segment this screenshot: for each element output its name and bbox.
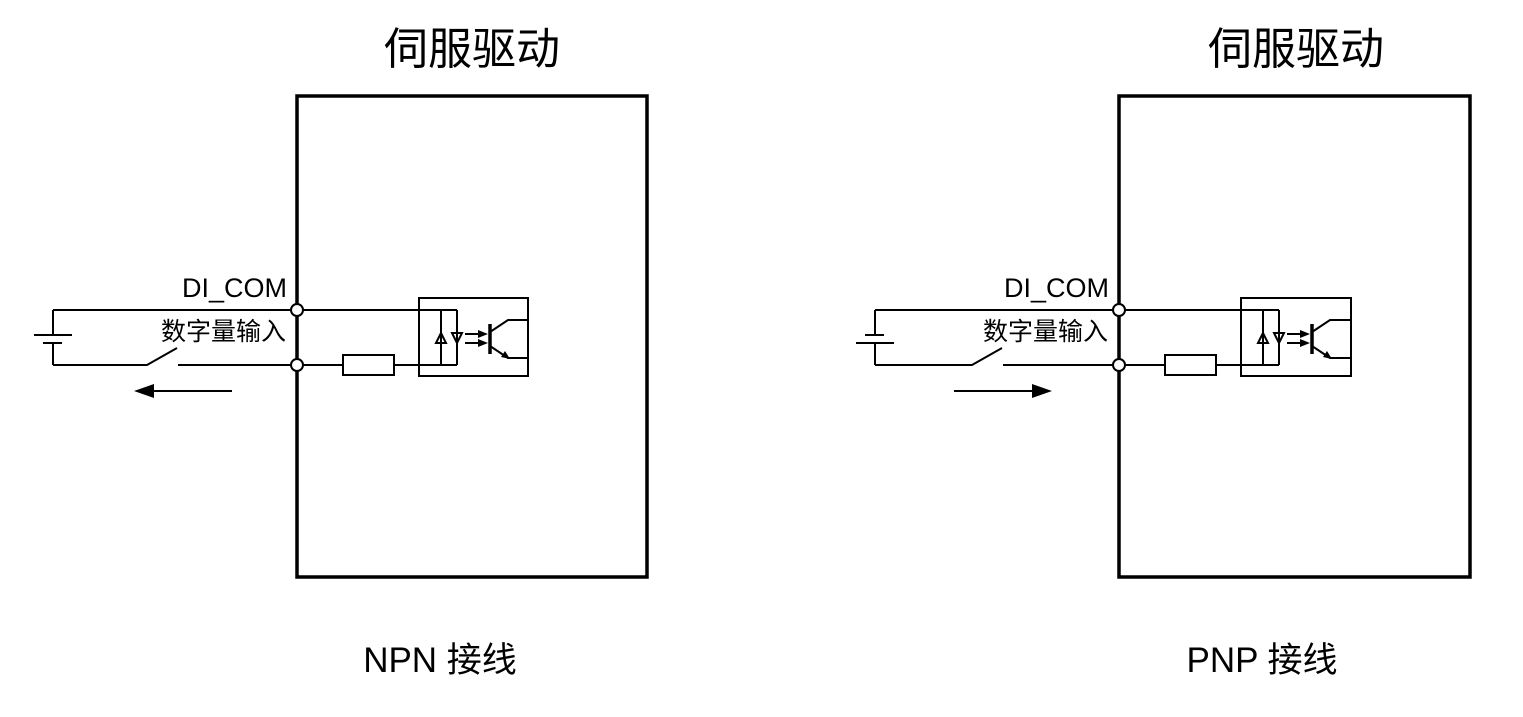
battery-icon: [856, 310, 894, 365]
terminal-di-com: [290, 303, 304, 317]
arrow-right-icon: [954, 384, 1052, 398]
di-com-label: DI_COM: [1004, 273, 1109, 303]
npn-diagram: 伺服驱动 DI_COM 数字量输入 NPN 接线: [34, 25, 649, 680]
di-com-label: DI_COM: [182, 273, 287, 303]
battery-icon: [34, 310, 72, 365]
optocoupler-icon: [1240, 297, 1352, 377]
arrow-left-icon: [134, 384, 232, 398]
pnp-caption: PNP 接线: [1186, 641, 1337, 680]
servo-drive-box: [295, 94, 649, 579]
digital-input-label: 数字量输入: [161, 318, 286, 346]
digital-input-label: 数字量输入: [983, 318, 1108, 346]
resistor-icon: [1164, 354, 1217, 376]
servo-drive-title: 伺服驱动: [1208, 25, 1384, 74]
servo-drive-box: [1117, 94, 1472, 579]
terminal-di-input: [1112, 358, 1126, 372]
optocoupler-icon: [418, 297, 529, 377]
terminal-di-com: [1112, 303, 1126, 317]
terminal-di-input: [290, 358, 304, 372]
wires: [53, 309, 457, 366]
pnp-diagram: 伺服驱动 DI_COM 数字量输入 PNP 接线: [856, 25, 1472, 680]
npn-caption: NPN 接线: [363, 641, 517, 680]
wires: [875, 309, 1279, 366]
resistor-icon: [342, 354, 395, 376]
servo-drive-title: 伺服驱动: [384, 25, 560, 74]
